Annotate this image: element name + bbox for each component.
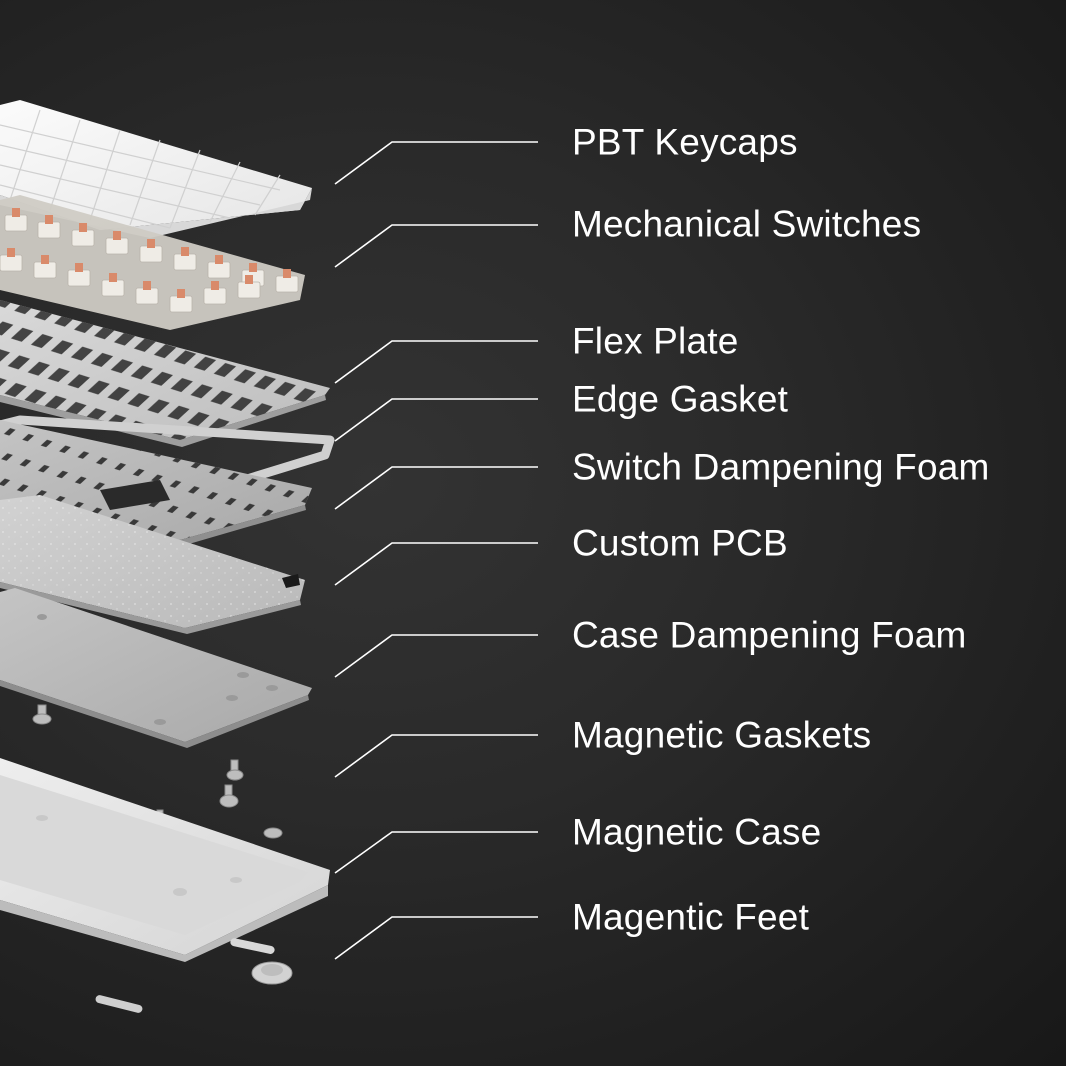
label-magnetic-gaskets: Magnetic Gaskets (572, 714, 872, 756)
leader-line-magnetic-feet (334, 916, 538, 960)
label-case-dampening-foam: Case Dampening Foam (572, 614, 967, 656)
magnetic-feet-layer (95, 938, 293, 1013)
leader-lines (334, 141, 538, 960)
edge-gasket-layer (0, 415, 335, 500)
keycaps-layer (0, 100, 312, 238)
label-pbt-keycaps: PBT Keycaps (572, 121, 798, 163)
leader-line-switch-foam (334, 466, 538, 510)
leader-line-keycaps (334, 141, 538, 185)
leader-line-magnetic-case (334, 831, 538, 874)
magnetic-case-layer (0, 758, 330, 962)
label-switch-dampening-foam: Switch Dampening Foam (572, 446, 990, 488)
leader-line-pcb (334, 542, 538, 586)
leader-line-switches (334, 224, 538, 268)
label-flex-plate: Flex Plate (572, 320, 739, 362)
label-magnetic-feet: Magentic Feet (572, 896, 810, 938)
case-dampening-foam-layer (0, 588, 312, 748)
leader-line-edge-gasket (334, 398, 538, 442)
label-edge-gasket: Edge Gasket (572, 378, 789, 420)
flex-plate-layer (0, 300, 330, 447)
label-custom-pcb: Custom PCB (572, 522, 788, 564)
label-mechanical-switches: Mechanical Switches (572, 203, 922, 245)
leader-line-magnetic-gaskets (334, 734, 538, 778)
pcb-layer (0, 495, 305, 634)
switches-layer (0, 195, 305, 330)
leader-line-flex-plate (334, 340, 538, 384)
leader-line-case-foam (334, 634, 538, 678)
label-magnetic-case: Magnetic Case (572, 811, 822, 853)
